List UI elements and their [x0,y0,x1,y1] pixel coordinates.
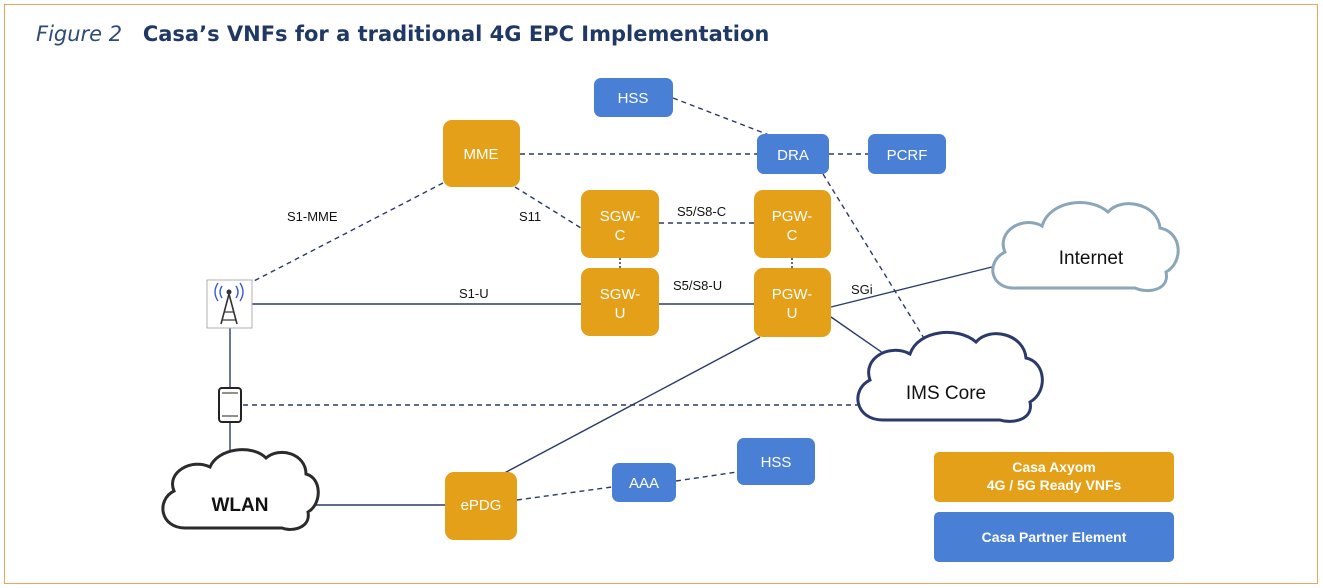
mobile-phone-icon [218,387,242,423]
link-mme-enodeb [251,182,444,283]
cloud-internet: Internet [991,201,1180,293]
node-hss-bottom: HSS [737,438,815,485]
legend-partner-label: Casa Partner Element [982,529,1127,545]
node-hss-top-label: HSS [618,90,649,107]
edge-label-s5s8c: S5/S8-C [677,204,726,219]
node-pgw-c: PGW- C [754,190,831,258]
node-sgw-u: SGW- U [581,268,659,336]
node-pgw-c-label-2: C [787,227,798,244]
node-pgw-u: PGW- U [754,268,831,337]
node-sgw-u-label-2: U [615,305,626,322]
cloud-internet-label: Internet [1059,248,1124,269]
figure-caption: Figure 2 Casa’s VNFs for a traditional 4… [36,22,769,46]
legend-casa-line1: Casa Axyom [1012,459,1096,475]
legend-partner: Casa Partner Element [934,512,1174,562]
node-dra: DRA [757,134,829,174]
node-hss-bottom-label: HSS [761,454,792,471]
link-pgwu-epdg [494,336,761,479]
node-sgw-c-label-2: C [615,227,626,244]
edge-label-s5s8u: S5/S8-U [673,278,722,293]
node-epdg: ePDG [445,472,517,540]
legend-casa-line2: 4G / 5G Ready VNFs [987,477,1122,493]
node-pgw-u-label-1: PGW- [772,286,813,303]
cloud-ims-core: IMS Core [856,330,1044,423]
enodeb-tower-icon [206,279,253,329]
node-sgw-u-label-1: SGW- [600,286,641,303]
node-pgw-c-label-1: PGW- [772,208,813,225]
edge-label-s1-u: S1-U [459,286,489,301]
node-aaa: AAA [612,463,676,502]
edge-label-s1-mme: S1-MME [287,209,338,224]
node-mme: MME [443,120,520,187]
node-pcrf: PCRF [868,134,946,174]
cloud-ims-core-label: IMS Core [906,383,986,404]
edge-label-s11: S11 [519,209,541,224]
node-pgw-u-label-2: U [787,305,798,322]
link-aaa-hss [675,471,738,482]
node-mme-label: MME [464,146,499,163]
node-dra-label: DRA [777,147,809,164]
link-hss-dra [672,97,783,141]
cloud-wlan-label: WLAN [212,495,269,516]
node-epdg-label: ePDG [461,497,502,514]
figure-label: Figure 2 [36,22,123,46]
edge-label-sgi: SGi [851,282,873,297]
node-sgw-c: SGW- C [581,190,659,258]
link-dra-ims [822,173,931,349]
node-hss-top: HSS [594,78,673,117]
figure-title: Casa’s VNFs for a traditional 4G EPC Imp… [142,22,770,46]
node-sgw-c-label-1: SGW- [600,208,641,225]
link-pgwu-internet [830,264,1001,308]
node-pcrf-label: PCRF [887,147,928,164]
node-aaa-label: AAA [629,475,659,492]
legend-casa-vnf: Casa Axyom 4G / 5G Ready VNFs [934,452,1174,502]
link-epdg-aaa [516,486,613,501]
link-mme-sgwc [514,186,582,229]
cloud-wlan: WLAN [161,448,320,531]
